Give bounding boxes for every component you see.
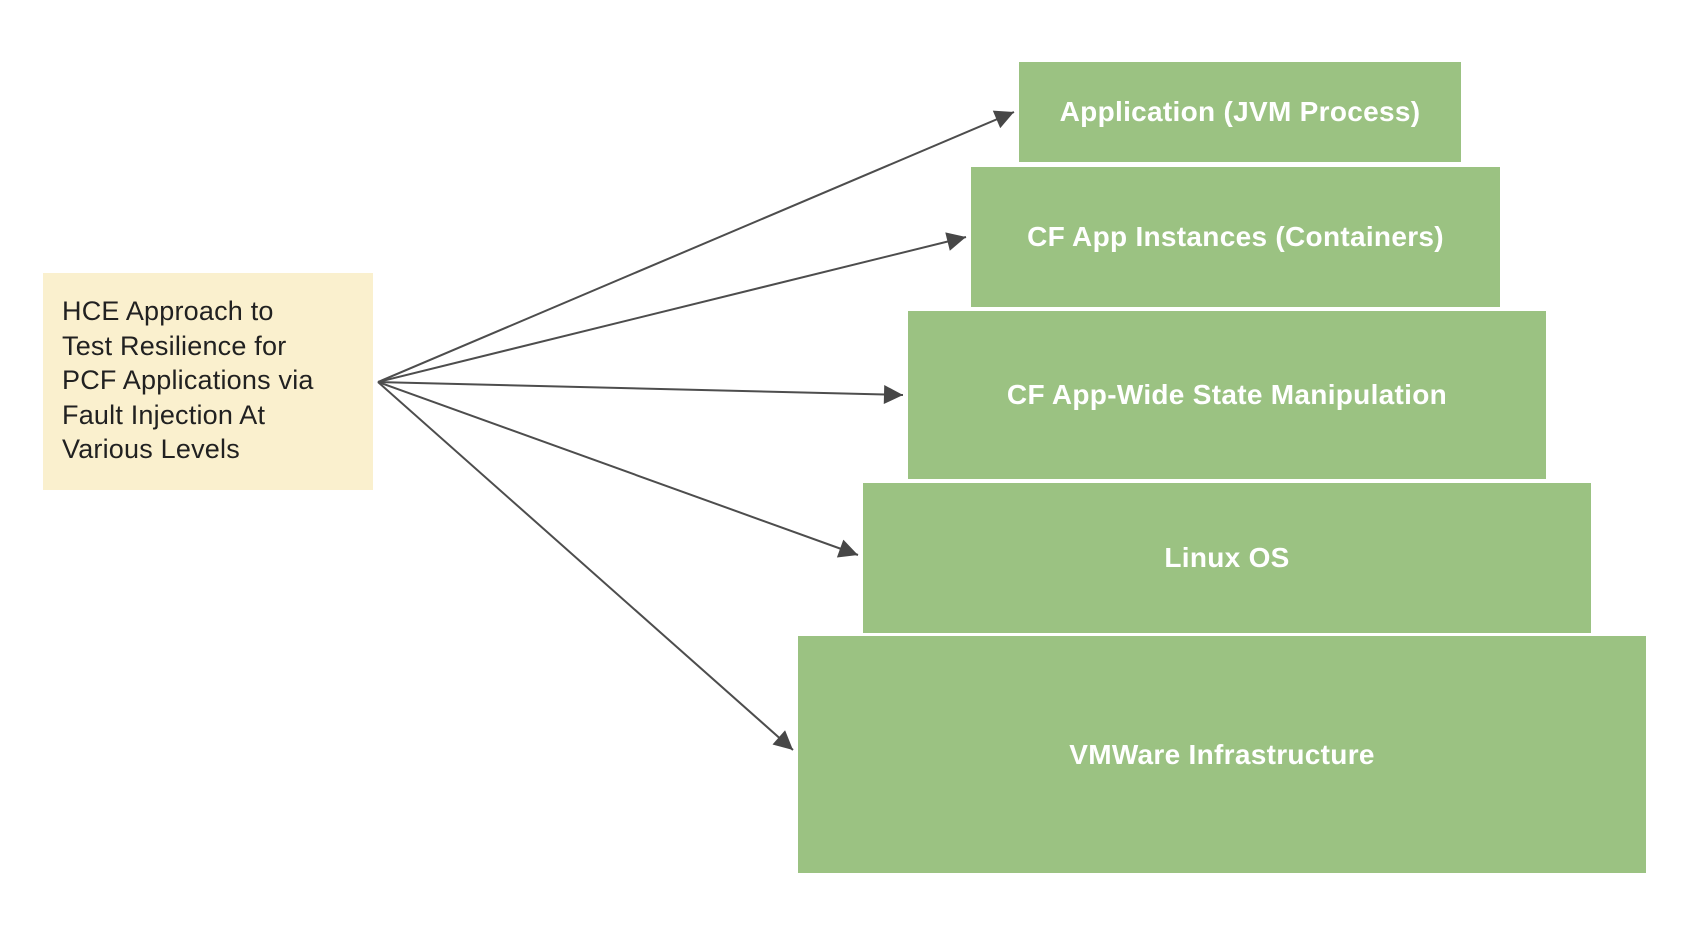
level-box-state-manipulation: CF App-Wide State Manipulation — [908, 311, 1546, 479]
level-label-application: Application (JVM Process) — [1059, 96, 1421, 127]
arrow-to-cf-app-instances — [377, 232, 967, 383]
level-box-vmware-infra: VMWare Infrastructure — [798, 636, 1646, 873]
hce-approach-note: HCE Approach to Test Resilience for PCF … — [43, 273, 373, 490]
arrow-to-linux-os — [377, 381, 859, 558]
level-label-state-manipulation: CF App-Wide State Manipulation — [1006, 379, 1448, 410]
arrow-to-vmware-infra — [377, 381, 794, 751]
level-label-cf-app-instances: CF App Instances (Containers) — [1027, 221, 1444, 252]
level-label-vmware-infra: VMWare Infrastructure — [1069, 738, 1375, 770]
level-box-application: Application (JVM Process) — [1019, 62, 1461, 162]
level-box-linux-os: Linux OS — [863, 483, 1591, 633]
arrow-to-state-manipulation — [377, 381, 904, 405]
level-box-cf-app-instances: CF App Instances (Containers) — [971, 167, 1500, 307]
hce-approach-note-text: HCE Approach to Test Resilience for PCF … — [62, 296, 314, 464]
level-label-linux-os: Linux OS — [1164, 542, 1290, 573]
